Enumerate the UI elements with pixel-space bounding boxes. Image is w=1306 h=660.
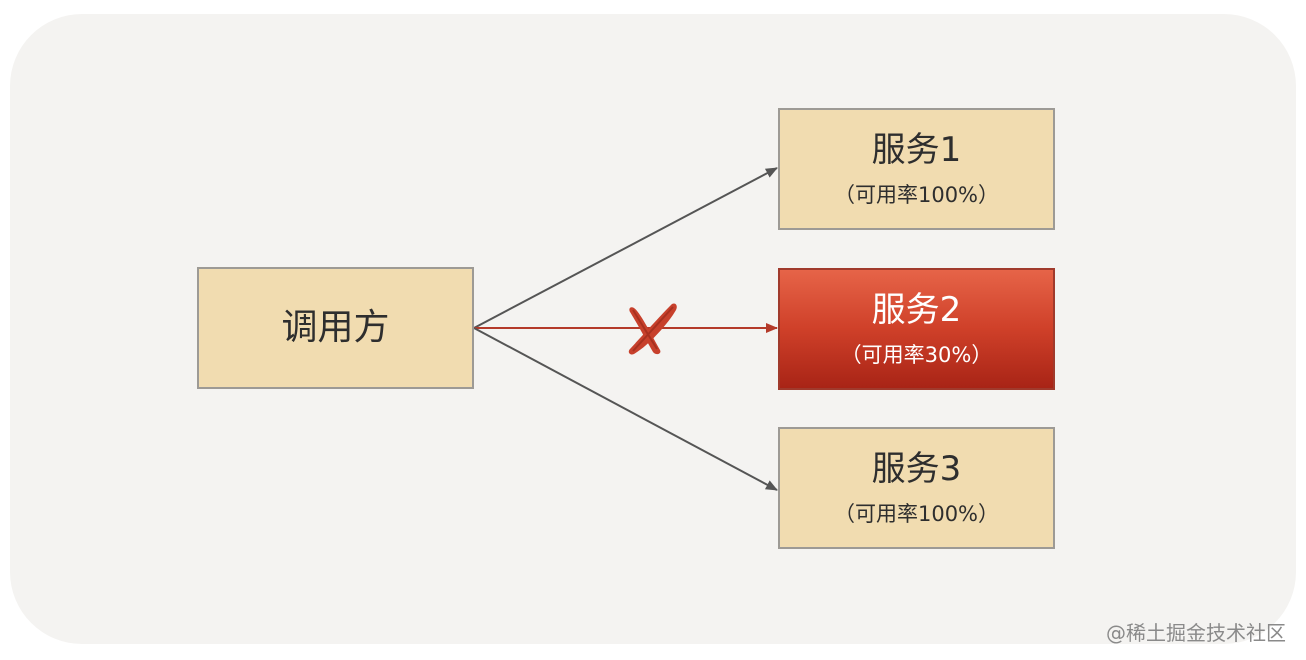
- service-1-node: 服务1 （可用率100%）: [778, 108, 1055, 230]
- service-2-title: 服务2: [871, 290, 962, 330]
- arrow-to-service-1: [473, 167, 778, 329]
- service-3-node: 服务3 （可用率100%）: [778, 427, 1055, 549]
- watermark: @稀土掘金技术社区: [1106, 621, 1286, 645]
- service-1-availability: （可用率100%）: [833, 183, 1000, 207]
- arrow-to-service-3: [473, 327, 778, 491]
- service-2-availability: （可用率30%）: [840, 343, 993, 367]
- failure-cross-icon: [628, 303, 677, 355]
- service-2-node: 服务2 （可用率30%）: [778, 268, 1055, 390]
- service-3-title: 服务3: [871, 449, 962, 489]
- caller-label: 调用方: [281, 307, 390, 348]
- caller-node: 调用方: [197, 267, 474, 389]
- service-1-title: 服务1: [871, 130, 962, 170]
- service-3-availability: （可用率100%）: [833, 502, 1000, 526]
